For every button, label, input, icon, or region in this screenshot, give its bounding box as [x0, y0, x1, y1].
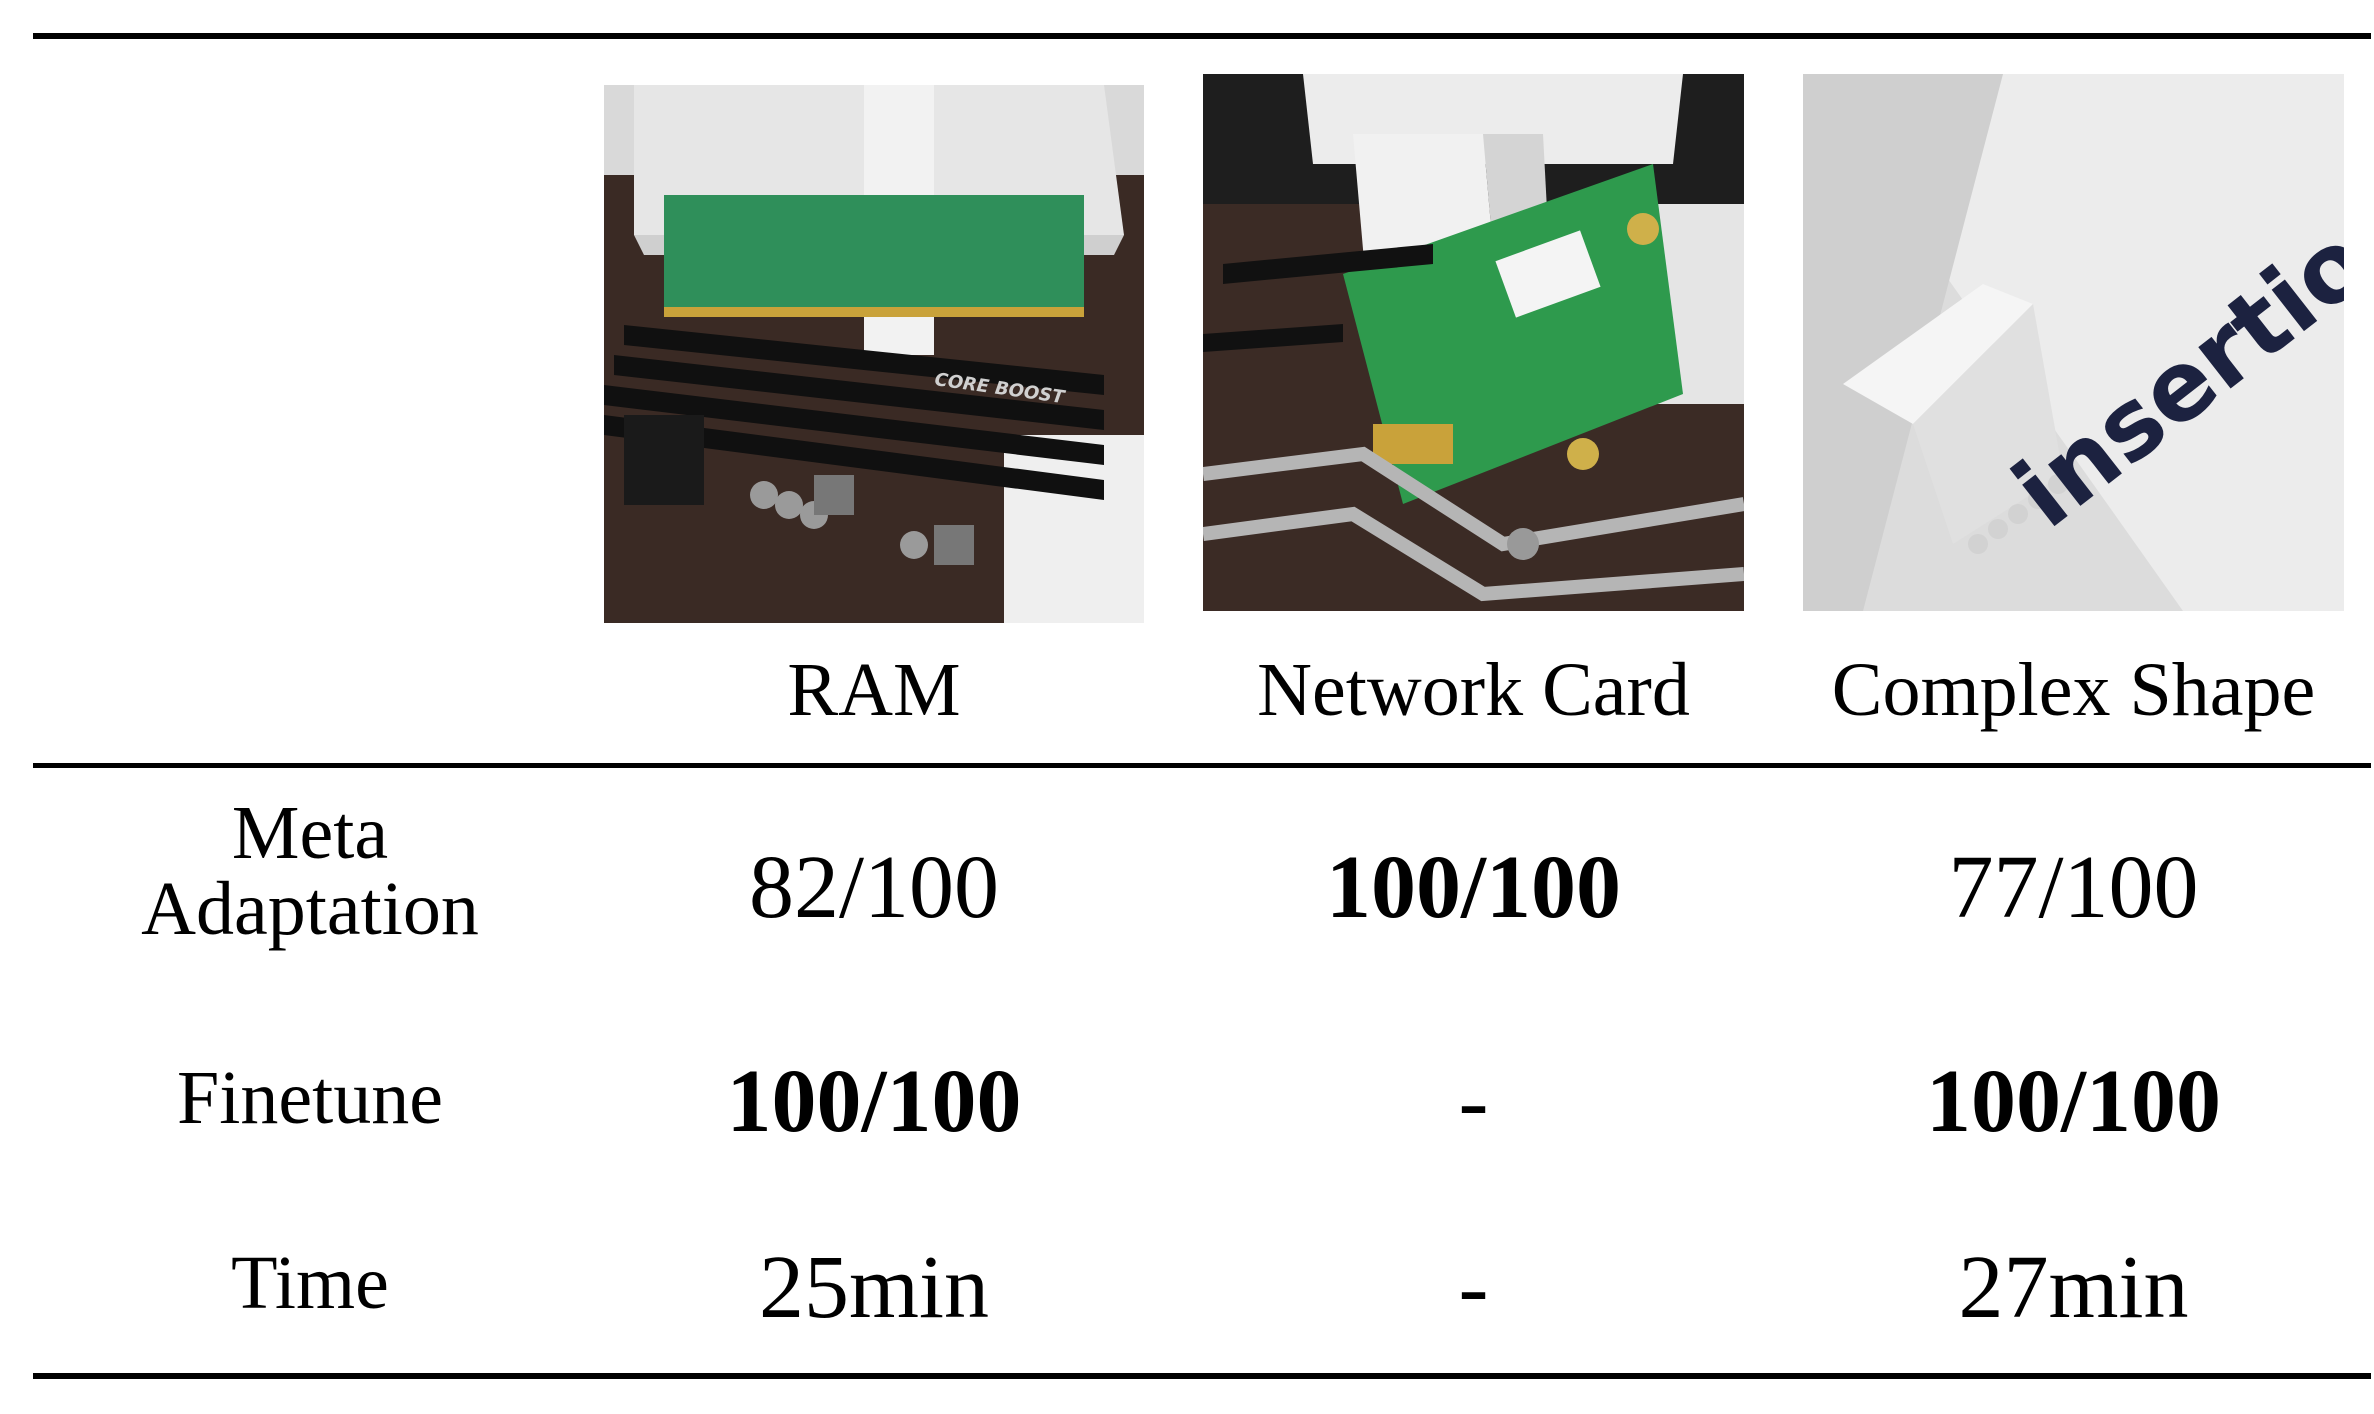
cell-time-ram: 25min: [758, 1238, 989, 1337]
cell-finetune-network-card: -: [1458, 1052, 1489, 1151]
column-label-network-card: Network Card: [1257, 648, 1690, 732]
cell-finetune-complex-shape: 100/100: [1925, 1052, 2221, 1151]
row-label-line: Meta: [231, 791, 389, 875]
column-label-ram: RAM: [787, 648, 961, 732]
row-label-meta-adaptation: Meta Adaptation: [60, 795, 560, 947]
ram-photo: CORE BOOST: [604, 85, 1144, 623]
cell-meta-ram: 82/100: [748, 838, 999, 937]
table-header-rule: [33, 763, 2371, 768]
row-label-line: Adaptation: [141, 867, 479, 951]
table-bottom-rule: [33, 1373, 2371, 1379]
complex-shape-photo: insertion: [1803, 74, 2344, 611]
cell-time-network-card: -: [1458, 1238, 1489, 1337]
cell-finetune-ram: 100/100: [726, 1052, 1022, 1151]
row-label-finetune: Finetune: [177, 1056, 443, 1140]
cell-meta-network-card: 100/100: [1325, 838, 1621, 937]
column-label-complex-shape: Complex Shape: [1831, 648, 2316, 732]
row-label-time: Time: [231, 1241, 389, 1325]
table-top-rule: [33, 33, 2371, 39]
cell-meta-complex-shape: 77/100: [1948, 838, 2199, 937]
cell-time-complex-shape: 27min: [1958, 1238, 2189, 1337]
network-card-photo: [1203, 74, 1744, 611]
